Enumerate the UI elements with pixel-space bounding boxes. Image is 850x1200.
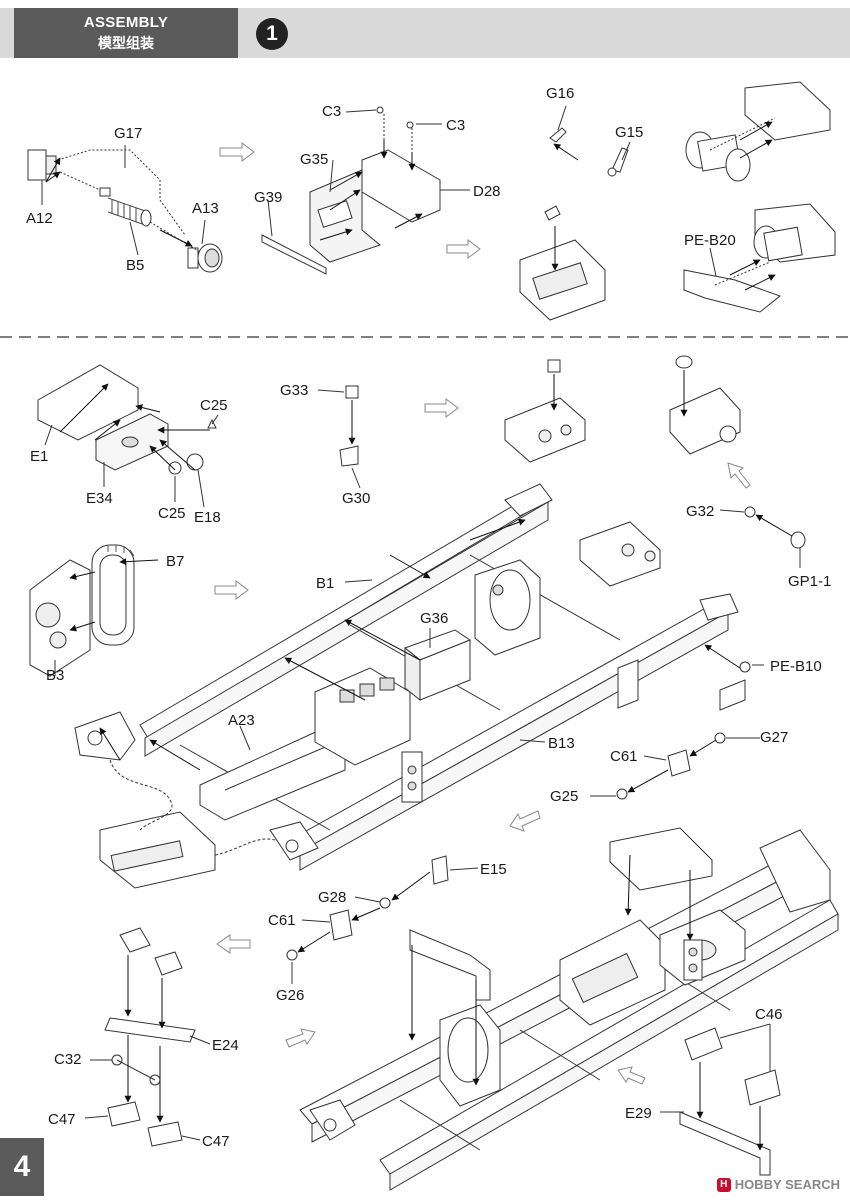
label-g17: G17 <box>114 125 142 142</box>
label-c61-right: C61 <box>610 748 638 765</box>
label-g36: G36 <box>420 610 448 627</box>
label-g32: G32 <box>686 503 714 520</box>
label-c46: C46 <box>755 1006 783 1023</box>
label-b13: B13 <box>548 735 575 752</box>
hub-parts-center <box>286 855 449 961</box>
watermark-text: HOBBY SEARCH <box>734 1177 840 1192</box>
label-a13: A13 <box>192 200 219 217</box>
label-b5: B5 <box>126 257 144 274</box>
flow-arrow-icon <box>446 239 481 259</box>
label-b7: B7 <box>166 553 184 570</box>
label-g35: G35 <box>300 151 328 168</box>
label-c47-left: C47 <box>48 1111 76 1128</box>
label-g16: G16 <box>546 85 574 102</box>
flow-arrow-icon <box>509 810 541 832</box>
gearbox-housing <box>29 544 135 677</box>
label-g28: G28 <box>318 889 346 906</box>
suspension-linkage-assembly <box>104 927 196 1147</box>
label-c25-bottom: C25 <box>158 505 186 522</box>
flow-arrow-icon <box>216 934 251 954</box>
hobby-search-logo-icon: H <box>716 1177 731 1192</box>
label-pe-b10: PE-B10 <box>770 658 822 675</box>
label-e15: E15 <box>480 861 507 878</box>
label-d28: D28 <box>473 183 501 200</box>
step-number-badge: 1 <box>256 18 288 50</box>
small-parts-g33-g30 <box>339 385 359 467</box>
label-c25-top: C25 <box>200 397 228 414</box>
label-c3-right: C3 <box>446 117 465 134</box>
bracket-with-knobs <box>504 355 806 549</box>
flow-arrow-icon <box>424 398 459 418</box>
section-title-zh: 模型组装 <box>98 35 154 51</box>
completed-chassis-view <box>299 827 839 1191</box>
label-g27: G27 <box>760 729 788 746</box>
flow-arrow-icon <box>219 142 255 162</box>
flow-arrow-icon <box>727 462 751 489</box>
label-c32: C32 <box>54 1051 82 1068</box>
winch-drum-assembly <box>27 149 223 273</box>
label-a12: A12 <box>26 210 53 227</box>
label-g15: G15 <box>615 124 643 141</box>
top-right-subassemblies <box>519 81 836 321</box>
label-c3-left: C3 <box>322 103 341 120</box>
flow-arrow-icon <box>214 580 249 600</box>
page-number: 4 <box>0 1138 44 1196</box>
label-e34: E34 <box>86 490 113 507</box>
flow-arrow-icon <box>285 1028 316 1048</box>
label-e24: E24 <box>212 1037 239 1054</box>
label-pe-b20: PE-B20 <box>684 232 736 249</box>
label-g26: G26 <box>276 987 304 1004</box>
label-e18: E18 <box>194 509 221 526</box>
label-g30: G30 <box>342 490 370 507</box>
section-title-en: ASSEMBLY <box>83 14 169 31</box>
label-g39: G39 <box>254 189 282 206</box>
label-e29: E29 <box>625 1105 652 1122</box>
label-e1: E1 <box>30 448 48 465</box>
label-gp1-1: GP1-1 <box>788 573 831 590</box>
main-chassis-frame <box>74 483 751 889</box>
section-title: ASSEMBLY 模型组装 <box>14 8 238 58</box>
hub-parts-right <box>616 732 726 800</box>
bumper-bracket-assembly <box>37 364 217 475</box>
label-g25: G25 <box>550 788 578 805</box>
label-g33: G33 <box>280 382 308 399</box>
part-labels: G17 A12 B5 A13 C3 C3 G35 D28 G39 G16 G15… <box>26 85 831 1150</box>
watermark: H HOBBY SEARCH <box>716 1177 840 1192</box>
label-b1: B1 <box>316 575 334 592</box>
label-b3: B3 <box>46 667 64 684</box>
bracket-frame-assembly <box>261 106 441 275</box>
label-a23: A23 <box>228 712 255 729</box>
label-c61-center: C61 <box>268 912 296 929</box>
label-c47-right: C47 <box>202 1133 230 1150</box>
flow-arrow-icon <box>617 1066 646 1085</box>
